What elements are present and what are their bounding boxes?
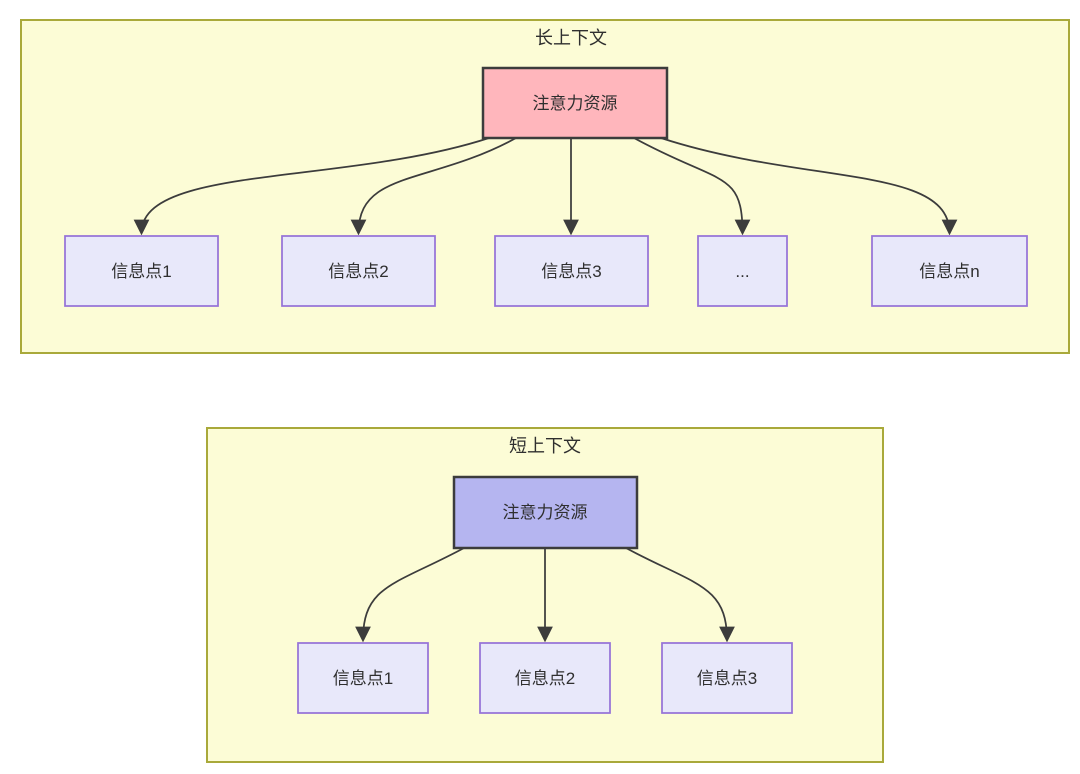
target-node-long-ellipsis [697,235,788,307]
target-node-long-1-label: 信息点1 [111,262,171,281]
long-context-title: 长上下文 [535,28,607,48]
target-node-long-3-label: 信息点3 [541,262,601,281]
edge-arrow-long-2 [350,137,517,236]
short-context-title: 短上下文 [509,436,581,456]
short-attention-source-node [452,475,639,550]
short-context-section: 短上下文 注意力资源 信息点1 信息点2 信息点3 [206,427,884,763]
target-node-short-2-label: 信息点2 [515,669,575,688]
target-node-long-2-label: 信息点2 [328,262,388,281]
target-node-long-ellipsis-label: ... [735,262,749,281]
edge-arrow-short-3 [625,547,735,643]
edge-arrow-long-1 [133,137,490,236]
short-attention-source-label: 注意力资源 [503,503,588,522]
edge-arrow-short-1 [355,547,465,643]
target-node-short-2 [479,642,611,714]
target-node-short-1 [297,642,429,714]
target-node-long-n [871,235,1028,307]
long-context-section: 长上下文 注意力资源 信息点1 信息点2 信息点3 ... 信息点n [20,19,1070,354]
target-node-long-n-label: 信息点n [919,262,979,281]
target-node-short-3-label: 信息点3 [697,669,757,688]
long-attention-source-node [481,66,669,140]
target-node-long-1 [64,235,219,307]
target-node-short-3 [661,642,793,714]
edge-arrow-long-4 [633,137,751,236]
target-node-long-3 [494,235,649,307]
target-node-short-1-label: 信息点1 [333,669,393,688]
target-node-long-2 [281,235,436,307]
edge-arrow-long-5 [660,137,958,236]
long-attention-source-label: 注意力资源 [533,94,618,113]
